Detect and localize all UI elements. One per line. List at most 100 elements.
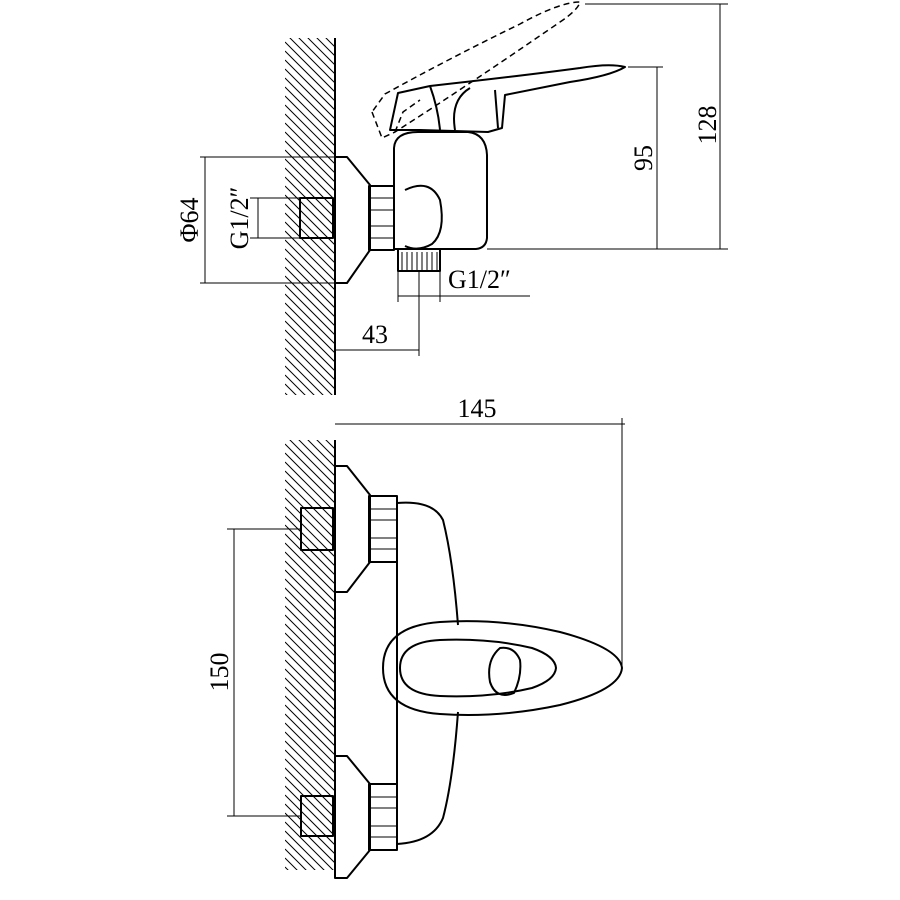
hatch-line [307, 440, 335, 468]
hatch-line [285, 113, 335, 165]
hatch-line [285, 686, 335, 738]
hatch-line [285, 248, 335, 300]
hatch-line [285, 461, 335, 513]
hatch-line [325, 38, 335, 48]
hatch-line [285, 470, 335, 522]
hatch-line [285, 497, 335, 549]
dim-outlet-thread-label: G1/2″ [448, 265, 511, 294]
hatch-line [285, 356, 324, 395]
lower-escutcheon [334, 755, 371, 879]
hatch-line [325, 440, 335, 450]
dim-outlet-thread: G1/2″ [397, 265, 530, 302]
hatch-line [285, 176, 335, 228]
hatch-line [307, 38, 335, 66]
hatch-line [285, 347, 333, 395]
hatch-line [285, 329, 335, 381]
dim-diameter-64: Φ64 [175, 156, 335, 284]
body-inner-oval [404, 184, 443, 250]
hatch-line [285, 596, 335, 648]
plan-lever-handle [382, 620, 623, 716]
hatch-line [285, 302, 335, 354]
hatch-line [316, 38, 335, 57]
hatch-line [285, 587, 335, 639]
hatch-line [285, 149, 335, 201]
hatch-line [285, 704, 335, 756]
hatch-line [285, 776, 335, 828]
hatch-line [285, 158, 335, 210]
dim-128: 128 [487, 3, 728, 250]
hatch-line [285, 839, 316, 870]
hatch-line [285, 641, 335, 693]
lever-handle [389, 64, 626, 133]
plan-handle-inner [399, 638, 557, 698]
dim-150: 150 [205, 528, 301, 817]
plan-handle-grip [488, 646, 522, 696]
hatch-line [285, 122, 335, 174]
dim-95: 95 [628, 66, 663, 249]
hatch-line [285, 803, 335, 855]
hatch-line [285, 857, 298, 870]
dim-150-label: 150 [205, 653, 234, 692]
plan-view: 145 150 [205, 394, 625, 879]
mixer-body [393, 131, 488, 250]
upper-escutcheon [334, 465, 371, 593]
side-view: 128 95 Φ64 G1/2″ G1/2″ [175, 1, 728, 395]
hatch-line [316, 440, 335, 459]
dim-128-label: 128 [693, 106, 722, 145]
hatch-line [285, 221, 335, 273]
dim-145-label: 145 [458, 394, 497, 423]
hatch-line [285, 668, 335, 720]
hatch-line [285, 650, 335, 702]
wall-hatching-bottom [285, 440, 335, 870]
hatch-line [285, 569, 335, 621]
hatch-line [285, 866, 289, 870]
hatch-line [285, 86, 335, 138]
hatch-line [285, 758, 335, 810]
hatch-line [285, 140, 335, 192]
hatch-line [285, 185, 335, 237]
hatch-line [334, 440, 335, 441]
hatch-line [285, 578, 335, 630]
hatch-line [285, 239, 335, 291]
hatch-line [298, 38, 335, 75]
hatch-line [285, 659, 335, 711]
hatch-line [285, 848, 307, 870]
dim-inlet-thread-label: G1/2″ [225, 187, 254, 250]
hatch-line [285, 695, 335, 747]
hatch-line [285, 230, 335, 282]
hatch-line [285, 785, 335, 837]
lever-raised-outline [371, 1, 581, 140]
hatch-line [285, 194, 335, 246]
hatch-line [285, 749, 335, 801]
hatch-line [285, 767, 335, 819]
hatch-line [285, 41, 335, 93]
hatch-line [285, 452, 335, 504]
hatch-line [285, 275, 335, 327]
outlet-nipple [397, 248, 441, 272]
dim-inlet-thread: G1/2″ [225, 187, 300, 250]
hatch-line [285, 68, 335, 120]
hatch-line [285, 821, 334, 870]
hatch-line [285, 515, 335, 567]
hatch-line [285, 506, 335, 558]
hatch-line [285, 203, 335, 255]
hatch-line [285, 374, 306, 395]
hatch-line [285, 320, 335, 372]
escutcheon-flange [334, 156, 371, 284]
dim-diameter-64-label: Φ64 [175, 197, 204, 242]
hatch-line [285, 533, 335, 585]
dim-145: 145 [335, 394, 625, 668]
hatch-line [285, 731, 335, 783]
hatch-line [285, 542, 335, 594]
hatch-line [285, 311, 335, 363]
outlet-thread-marks [401, 252, 438, 270]
hatch-line [285, 740, 335, 792]
hatch-line [285, 605, 335, 657]
hatch-line [285, 167, 335, 219]
hatch-line [285, 50, 335, 102]
hatch-line [285, 266, 335, 318]
hatch-line [285, 560, 335, 612]
hatch-line [298, 440, 335, 477]
hatch-line [285, 632, 335, 684]
